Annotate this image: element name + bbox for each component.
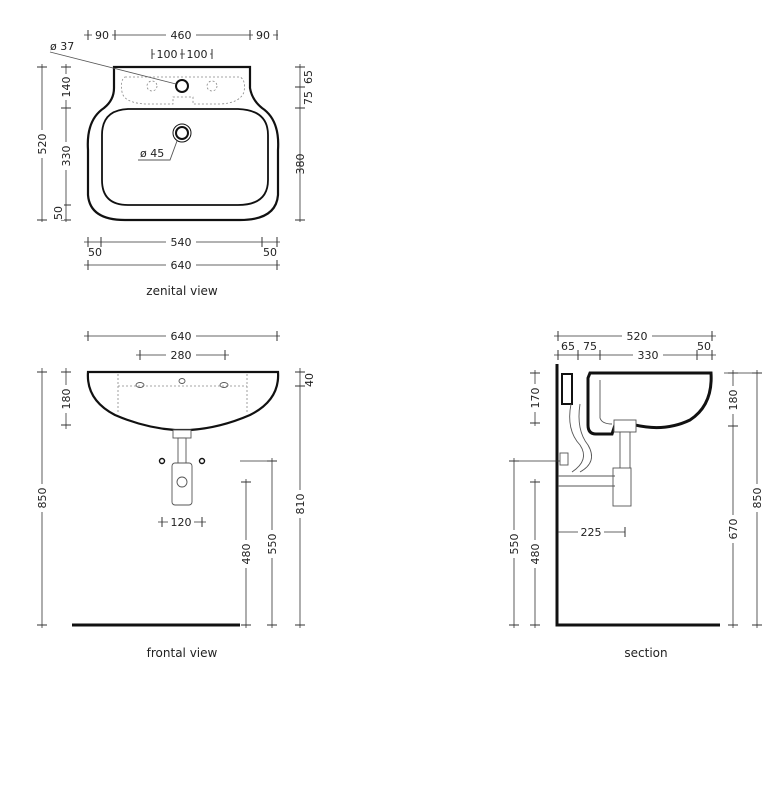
water-inlet-left <box>158 457 166 465</box>
dim-label: 50 <box>263 246 277 259</box>
zenital-left-dimensions: 520 140 330 50 <box>36 64 73 222</box>
dim-label: 90 <box>95 29 109 42</box>
tap-hole-center <box>178 378 186 384</box>
tap-hole-left <box>146 80 158 92</box>
dim-label: 640 <box>171 259 192 272</box>
dim-label: 640 <box>171 330 192 343</box>
dim-label: 480 <box>240 544 253 565</box>
siphon-section <box>558 403 637 507</box>
dim-label: 170 <box>529 388 542 409</box>
dim-label: 550 <box>266 534 279 555</box>
hidden-lines <box>117 374 248 412</box>
drain-hole-inner <box>175 126 189 140</box>
basin-inner-wall <box>599 380 613 425</box>
dim-label: 520 <box>36 134 49 155</box>
dim-label: 330 <box>60 146 73 167</box>
dim-label: 65 <box>302 70 315 84</box>
zenital-bottom-dimensions: 50 540 50 640 <box>84 236 280 272</box>
siphon-front <box>171 429 193 506</box>
tap-hole-right <box>206 80 218 92</box>
tap-hole-right <box>219 382 229 388</box>
section-view: 520 65 75 330 50 550 480 170 <box>508 330 764 660</box>
dim-label: 550 <box>508 534 521 555</box>
section-caption: section <box>624 646 667 660</box>
frontal-view-caption: frontal view <box>147 646 218 660</box>
dim-label: 100 <box>157 48 178 61</box>
dim-label: 75 <box>583 340 597 353</box>
dim-label: 460 <box>171 29 192 42</box>
frontal-view: 640 280 120 850 180 40 810 <box>36 330 316 660</box>
dim-label: 225 <box>581 526 602 539</box>
tap-deck <box>121 76 245 105</box>
dim-label: 670 <box>727 519 740 540</box>
dim-label: 90 <box>256 29 270 42</box>
dim-label: 330 <box>638 349 659 362</box>
zenital-view-caption: zenital view <box>146 284 218 298</box>
water-inlet-right <box>198 457 206 465</box>
basin-front <box>86 370 280 432</box>
dim-label: 180 <box>60 389 73 410</box>
dim-label: 50 <box>88 246 102 259</box>
basin-section <box>586 371 713 436</box>
dim-label: 850 <box>36 488 49 509</box>
wall-bracket <box>561 373 573 405</box>
dim-label: 850 <box>751 488 764 509</box>
dim-label: 50 <box>697 340 711 353</box>
dim-label: 280 <box>171 349 192 362</box>
dim-label: 540 <box>171 236 192 249</box>
wall-and-floor <box>555 364 720 627</box>
dim-label: 50 <box>52 206 65 220</box>
dim-label: 480 <box>529 544 542 565</box>
dim-label: 100 <box>187 48 208 61</box>
dim-label: 75 <box>302 91 315 105</box>
drain-hole-diameter: ø 45 <box>140 147 164 160</box>
dim-label: 140 <box>60 77 73 98</box>
dim-label: 180 <box>727 390 740 411</box>
dim-label: 120 <box>171 516 192 529</box>
dim-label: 810 <box>294 494 307 515</box>
zenital-view: 90 460 90 100 100 ø 37 ø 45 5 <box>36 28 315 298</box>
basin-bowl <box>101 108 269 206</box>
dim-label: 40 <box>303 373 316 387</box>
tap-hole-left <box>135 382 145 388</box>
dim-label: 520 <box>627 330 648 343</box>
dim-label: 380 <box>294 154 307 175</box>
tap-hole-center <box>175 79 189 93</box>
tap-hole-diameter: ø 37 <box>50 40 74 53</box>
zenital-top-dimensions: 90 460 90 100 100 <box>84 28 278 61</box>
dim-label: 65 <box>561 340 575 353</box>
zenital-right-dimensions: 65 75 380 <box>294 64 315 222</box>
